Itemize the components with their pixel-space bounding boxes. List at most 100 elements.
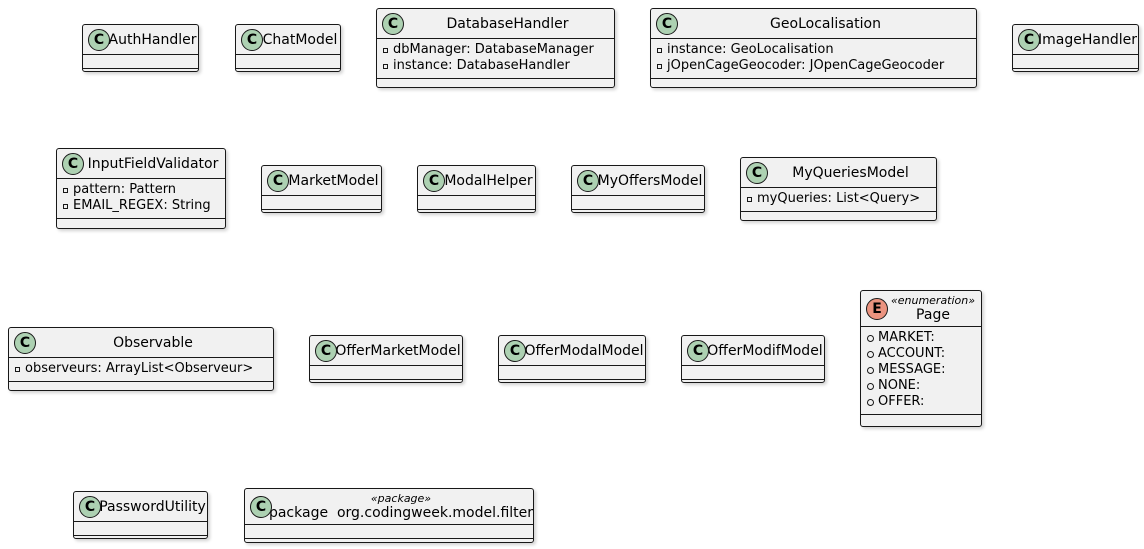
attribute-text: instance: DatabaseHandler [393,58,570,73]
class-header: C MyOffersModel [572,166,704,196]
attribute-text: jOpenCageGeocoder: JOpenCageGeocoder [667,58,945,73]
literal-text: NONE: [878,378,921,393]
enum-page: E «enumeration» Page MARKET: ACCOUNT: ME… [860,290,982,427]
class-header: C «package» package org.codingweek.model… [245,489,533,525]
methods-compartment [572,210,704,218]
literal-text: MESSAGE: [878,362,946,377]
class-chat-model: C ChatModel [235,24,341,72]
class-name: AuthHandler [108,31,197,48]
public-visibility-icon [867,350,874,358]
class-my-queries-model: C MyQueriesModel myQueries: List<Query> [740,157,937,221]
literal-text: ACCOUNT: [878,346,946,361]
class-header: C OfferModifModel [682,336,824,366]
stereotype-label: «enumeration» [890,293,976,307]
attributes-compartment: instance: GeoLocalisation jOpenCageGeoco… [651,39,976,79]
methods-compartment [83,69,198,77]
attribute-text: pattern: Pattern [73,182,177,197]
class-c-icon: C [241,28,263,51]
class-offer-modal-model: C OfferModalModel [498,335,646,383]
class-header: C MarketModel [262,166,381,196]
attributes-compartment: dbManager: DatabaseManager instance: Dat… [377,39,614,79]
class-name: MyOffersModel [597,172,703,189]
private-visibility-icon [657,63,662,69]
attribute-text: observeurs: ArrayList<Observeur> [25,361,254,376]
public-visibility-icon [867,366,874,374]
class-c-icon: C [423,169,445,192]
class-password-utility: C PasswordUtility [73,491,208,539]
class-c-icon: C [687,339,709,362]
class-header: C GeoLocalisation [651,9,976,39]
class-name: ModalHelper [444,172,533,189]
attribute-text: EMAIL_REGEX: String [73,198,211,213]
attributes-compartment [499,366,645,380]
public-visibility-icon [867,398,874,406]
class-header: C DatabaseHandler [377,9,614,39]
attribute: EMAIL_REGEX: String [63,198,225,214]
class-c-icon: C [315,339,337,362]
class-name: MyQueriesModel [792,164,909,181]
attribute-text: dbManager: DatabaseManager [393,42,594,57]
methods-compartment [1013,69,1138,77]
class-header: C Observable [9,328,273,358]
enum-header: E «enumeration» Page [861,291,981,327]
class-header: C OfferModalModel [499,336,645,366]
public-visibility-icon [867,382,874,390]
attributes-compartment: observeurs: ArrayList<Observeur> [9,358,273,382]
attributes-compartment [572,196,704,210]
class-c-icon: C [746,161,768,184]
class-c-icon: C [1018,28,1040,51]
class-header: C OfferMarketModel [310,336,462,366]
class-c-icon: C [267,169,289,192]
class-c-icon: C [656,12,678,35]
class-image-handler: C ImageHandler [1012,24,1139,72]
enum-literal: MESSAGE: [867,362,981,378]
private-visibility-icon [383,63,388,69]
class-database-handler: C DatabaseHandler dbManager: DatabaseMan… [376,8,615,88]
attributes-compartment [83,55,198,69]
private-visibility-icon [657,47,662,53]
private-visibility-icon [63,203,68,209]
methods-compartment [377,79,614,87]
literal-text: MARKET: [878,330,935,345]
class-name: OfferModalModel [524,342,644,359]
class-name: OfferMarketModel [335,342,461,359]
attributes-compartment [418,196,535,210]
class-header: C ImageHandler [1013,25,1138,55]
class-header: C PasswordUtility [74,492,207,522]
class-market-model: C MarketModel [261,165,382,213]
methods-compartment [9,382,273,390]
attributes-compartment [236,55,340,69]
methods-compartment [499,380,645,388]
class-header: C ChatModel [236,25,340,55]
class-c-icon: C [577,169,599,192]
class-c-icon: C [62,152,84,175]
class-name: InputFieldValidator [87,155,219,172]
enum-name: Page [916,306,950,323]
attributes-compartment [310,366,462,380]
class-name: PasswordUtility [99,498,206,515]
attributes-compartment [1013,55,1138,69]
attribute: myQueries: List<Query> [747,191,936,207]
attributes-compartment [682,366,824,380]
private-visibility-icon [63,187,68,193]
private-visibility-icon [383,47,388,53]
enum-literal: OFFER: [867,394,981,410]
class-name: DatabaseHandler [446,15,569,32]
attribute: instance: DatabaseHandler [383,58,614,74]
methods-compartment [861,415,981,423]
methods-compartment [74,536,207,544]
methods-compartment [262,210,381,218]
attributes-compartment [74,522,207,536]
methods-compartment [245,539,533,547]
class-c-icon: C [382,12,404,35]
methods-compartment [651,79,976,87]
class-name: ImageHandler [1038,31,1137,48]
class-c-icon: C [14,331,36,354]
class-c-icon: C [250,495,272,518]
enum-e-icon: E [866,297,888,320]
private-visibility-icon [747,196,752,202]
class-header: C AuthHandler [83,25,198,55]
class-filter-package: C «package» package org.codingweek.model… [244,488,534,543]
class-name: package org.codingweek.model.filter [268,504,534,521]
